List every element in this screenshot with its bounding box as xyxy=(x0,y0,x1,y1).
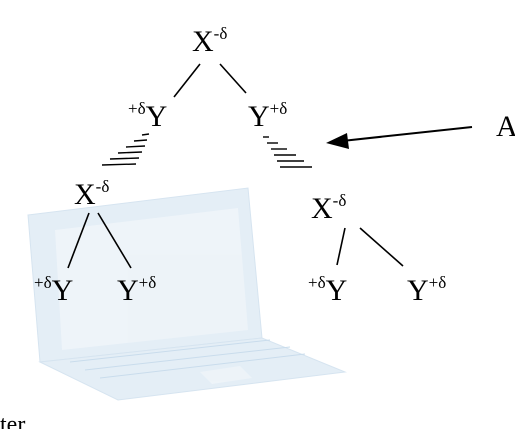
node-root-sup: -δ xyxy=(213,24,228,43)
hashed-wedge-left xyxy=(101,133,150,166)
node-level1-left: +δY xyxy=(128,99,168,136)
edge-root-right xyxy=(219,63,247,94)
node-leaf-ll-presup: +δ xyxy=(34,273,52,292)
node-level2-left-base: X xyxy=(74,178,96,211)
node-level2-left: X-δ xyxy=(74,177,110,214)
edge-left-left xyxy=(67,212,90,269)
node-leaf-lr: Y+δ xyxy=(117,273,157,310)
node-leaf-rr: Y+δ xyxy=(407,273,447,310)
laptop-screen-inner xyxy=(55,208,248,350)
edge-root-left xyxy=(173,63,201,98)
node-level2-right-sup: -δ xyxy=(332,191,347,210)
laptop-base-shape xyxy=(38,337,347,401)
node-leaf-lr-sup: +δ xyxy=(138,273,157,292)
node-level2-left-sup: -δ xyxy=(95,177,110,196)
node-leaf-ll-base: Y xyxy=(51,274,74,307)
node-root: X-δ xyxy=(192,24,228,61)
edge-left-right xyxy=(97,212,132,269)
node-level1-left-presup: +δ xyxy=(128,99,146,118)
footer-text: ter xyxy=(0,412,26,429)
node-leaf-rr-base: Y xyxy=(407,274,429,307)
node-leaf-rr-sup: +δ xyxy=(428,273,447,292)
node-level1-right-sup: +δ xyxy=(269,99,288,118)
node-level1-left-base: Y xyxy=(145,100,168,133)
edge-right-right xyxy=(359,227,404,267)
annotation-arrow xyxy=(326,126,473,149)
node-root-base: X xyxy=(192,25,214,58)
edge-right-left xyxy=(336,227,346,266)
node-leaf-lr-base: Y xyxy=(117,274,139,307)
node-leaf-rl-presup: +δ xyxy=(308,273,326,292)
laptop-touchpad xyxy=(200,366,252,384)
hashed-wedge-right xyxy=(263,136,312,168)
node-level2-right-base: X xyxy=(311,192,333,225)
node-level2-right: X-δ xyxy=(311,191,347,228)
node-level1-right: Y+δ xyxy=(248,99,288,136)
node-leaf-rl-base: Y xyxy=(325,274,348,307)
node-leaf-rl: +δY xyxy=(308,273,348,310)
node-level1-right-base: Y xyxy=(248,100,270,133)
annotation-label-a: A xyxy=(496,110,515,143)
node-leaf-ll: +δY xyxy=(34,273,74,310)
